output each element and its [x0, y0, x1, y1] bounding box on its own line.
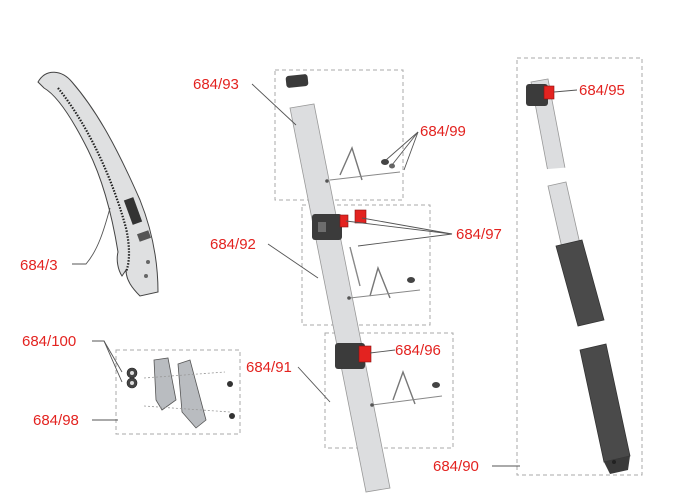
- bracket-set-icon: [126, 357, 235, 429]
- label-684-93: 684/93: [193, 76, 239, 93]
- detail-box-brackets: [115, 349, 241, 435]
- lock-collar-middle-icon: [312, 209, 367, 287]
- red-button-large: [354, 209, 367, 224]
- label-684-97: 684/97: [456, 226, 502, 243]
- label-684-90: 684/90: [433, 458, 479, 475]
- pole-end-cap: [285, 74, 309, 88]
- label-684-95: 684/95: [579, 82, 625, 99]
- label-684-99: 684/99: [420, 123, 466, 140]
- pin-assembly-lower-icon: [370, 369, 443, 407]
- label-684-91: 684/91: [246, 359, 292, 376]
- red-clip: [358, 345, 372, 363]
- detail-box-lower: [324, 332, 454, 449]
- detail-box-top: [274, 69, 404, 201]
- label-684-98: 684/98: [33, 412, 79, 429]
- pin-assembly-middle-icon: [347, 265, 421, 300]
- label-684-92: 684/92: [210, 236, 256, 253]
- detail-box-middle: [301, 204, 431, 326]
- leader-lines: [72, 83, 578, 467]
- lock-collar-lower-icon: [335, 343, 372, 369]
- red-end-lock-button: [543, 85, 555, 100]
- pruning-saw-blade-icon: [37, 71, 159, 297]
- pin-assembly-top-icon: [325, 146, 401, 183]
- telescopic-pole-handle-icon: [526, 78, 631, 474]
- label-684-3: 684/3: [20, 257, 58, 274]
- label-684-96: 684/96: [395, 342, 441, 359]
- label-684-100: 684/100: [22, 333, 76, 350]
- detail-box-handle-pole: [516, 57, 643, 476]
